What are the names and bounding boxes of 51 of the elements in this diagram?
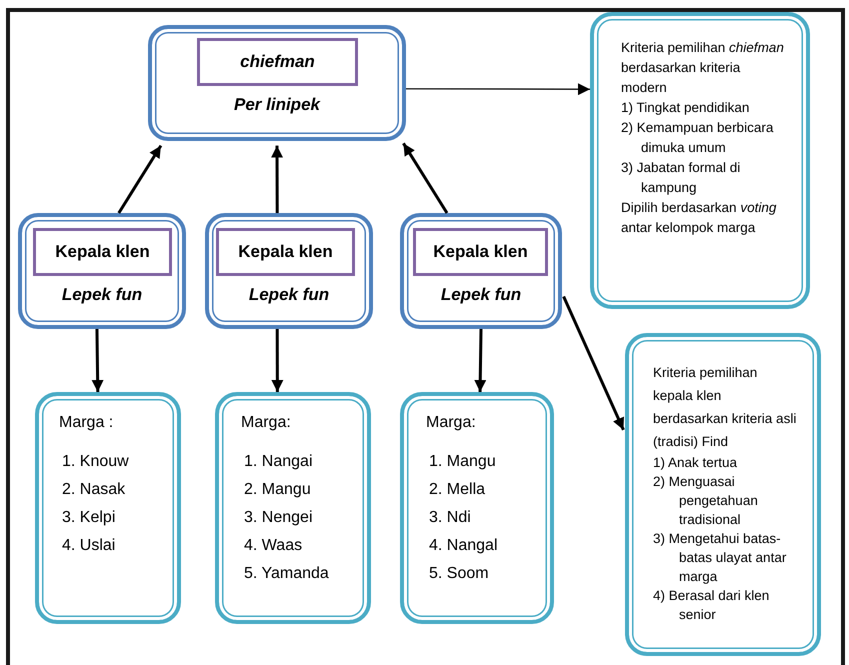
list-item: 3. Nengei: [243, 508, 314, 528]
list-item: 2. Mangu: [243, 480, 312, 500]
arrow: [402, 142, 448, 214]
marga-box: [215, 392, 371, 624]
list-item: 2) Kemampuan berbicara dimuka umum: [621, 119, 774, 157]
list-item: 1. Knouw: [61, 452, 130, 472]
list-item: 1. Nangai: [243, 452, 314, 472]
criteria-text: Marga:: [241, 414, 292, 432]
subtitle-text: Per linipek: [233, 95, 322, 115]
subtitle-text: Lepek fun: [440, 285, 522, 305]
arrow: [271, 146, 284, 213]
list-item: 2) Menguasai pengetahuan tradisional: [653, 473, 759, 529]
criteria-text: Kriteria pemilihan chiefman berdasarkan kriteria modern: [621, 39, 784, 97]
subtitle-text: Lepek fun: [60, 285, 144, 305]
list-item: 3. Ndi: [428, 508, 472, 528]
list-item: 3. Kelpi: [61, 508, 116, 528]
arrow: [562, 296, 625, 431]
arrow: [92, 328, 104, 392]
criteria-text: Marga :: [59, 414, 114, 432]
title-box: Kepala klen: [216, 228, 355, 276]
list-item: 5. Yamanda: [243, 564, 330, 584]
title-box: Kepala klen: [413, 228, 548, 276]
list-item: 4. Waas: [243, 536, 304, 556]
list-item: 1) Anak tertua: [653, 454, 738, 472]
clan-box: [400, 213, 562, 329]
arrow: [406, 83, 590, 96]
criteria-box: [625, 333, 821, 656]
list-item: 4) Berasal dari klen senior: [653, 587, 770, 624]
clan-box: [205, 213, 373, 329]
marga-box: [35, 392, 181, 624]
criteria-text: Dipilih berdasarkan voting antar kelompok marga: [621, 199, 778, 237]
list-item: 5. Soom: [428, 564, 490, 584]
title-box: chiefman: [197, 38, 358, 86]
list-item: 1. Mangu: [428, 452, 497, 472]
arrow: [118, 144, 162, 214]
title-box: Kepala klen: [33, 228, 172, 276]
arrow: [271, 329, 284, 392]
marga-box: [400, 392, 554, 624]
list-item: 2. Nasak: [61, 480, 126, 500]
clan-box: [18, 213, 186, 329]
list-item: 1) Tingkat pendidikan: [621, 99, 750, 117]
criteria-text: Kriteria pemilihan kepala klen berdasarkan kriteria asli (tradisi) Find: [653, 364, 798, 451]
list-item: 4. Nangal: [428, 536, 498, 556]
list-item: 4. Uslai: [61, 536, 116, 556]
chief-box: [148, 25, 406, 141]
list-item: 3) Mengetahui batas-batas ulayat antar marga: [653, 530, 788, 586]
subtitle-text: Lepek fun: [248, 285, 330, 305]
criteria-box: [590, 12, 810, 309]
criteria-text: Marga:: [426, 414, 477, 432]
list-item: 2. Mella: [428, 480, 486, 500]
arrow: [474, 328, 486, 392]
